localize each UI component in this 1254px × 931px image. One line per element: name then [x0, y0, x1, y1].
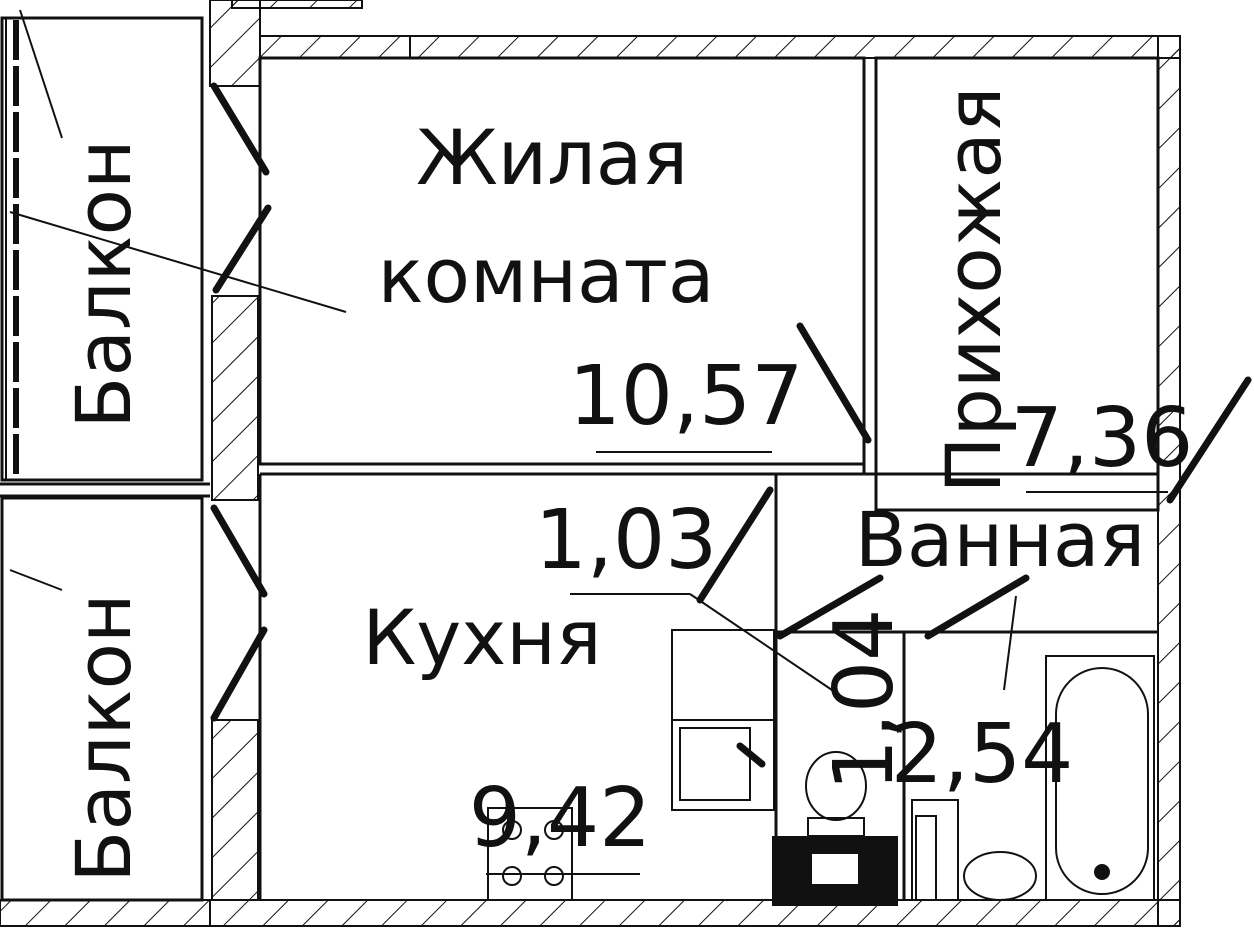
door-swings — [210, 82, 1252, 722]
living-room-name-line2: комната — [378, 231, 715, 320]
kitchen-name: Кухня — [362, 593, 601, 682]
balcony-top-area: 1,03 — [535, 493, 718, 588]
balcony-bottom-name: Балкон — [59, 593, 148, 882]
room-labels: Жилая комната 10,57 Прихожая 7,36 Ванная… — [59, 86, 1193, 882]
kitchen-area: 9,42 — [469, 771, 652, 866]
toilet-area: 1,04 — [817, 609, 912, 792]
stove-burner-icon — [502, 820, 522, 840]
interior-walls — [258, 56, 1160, 900]
hall-area: 7,36 — [1011, 391, 1194, 486]
kitchen-fixtures — [487, 629, 775, 901]
bath-name: Ванная — [855, 495, 1145, 584]
balconies — [0, 9, 210, 902]
living-room-name-line1: Жилая — [416, 113, 688, 202]
balcony-top-name: Балкон — [59, 139, 148, 428]
hall-name: Прихожая — [929, 86, 1018, 493]
living-room-area: 10,57 — [569, 349, 804, 444]
bath-area: 2,54 — [891, 707, 1074, 802]
bathroom-fixtures — [772, 655, 1155, 906]
